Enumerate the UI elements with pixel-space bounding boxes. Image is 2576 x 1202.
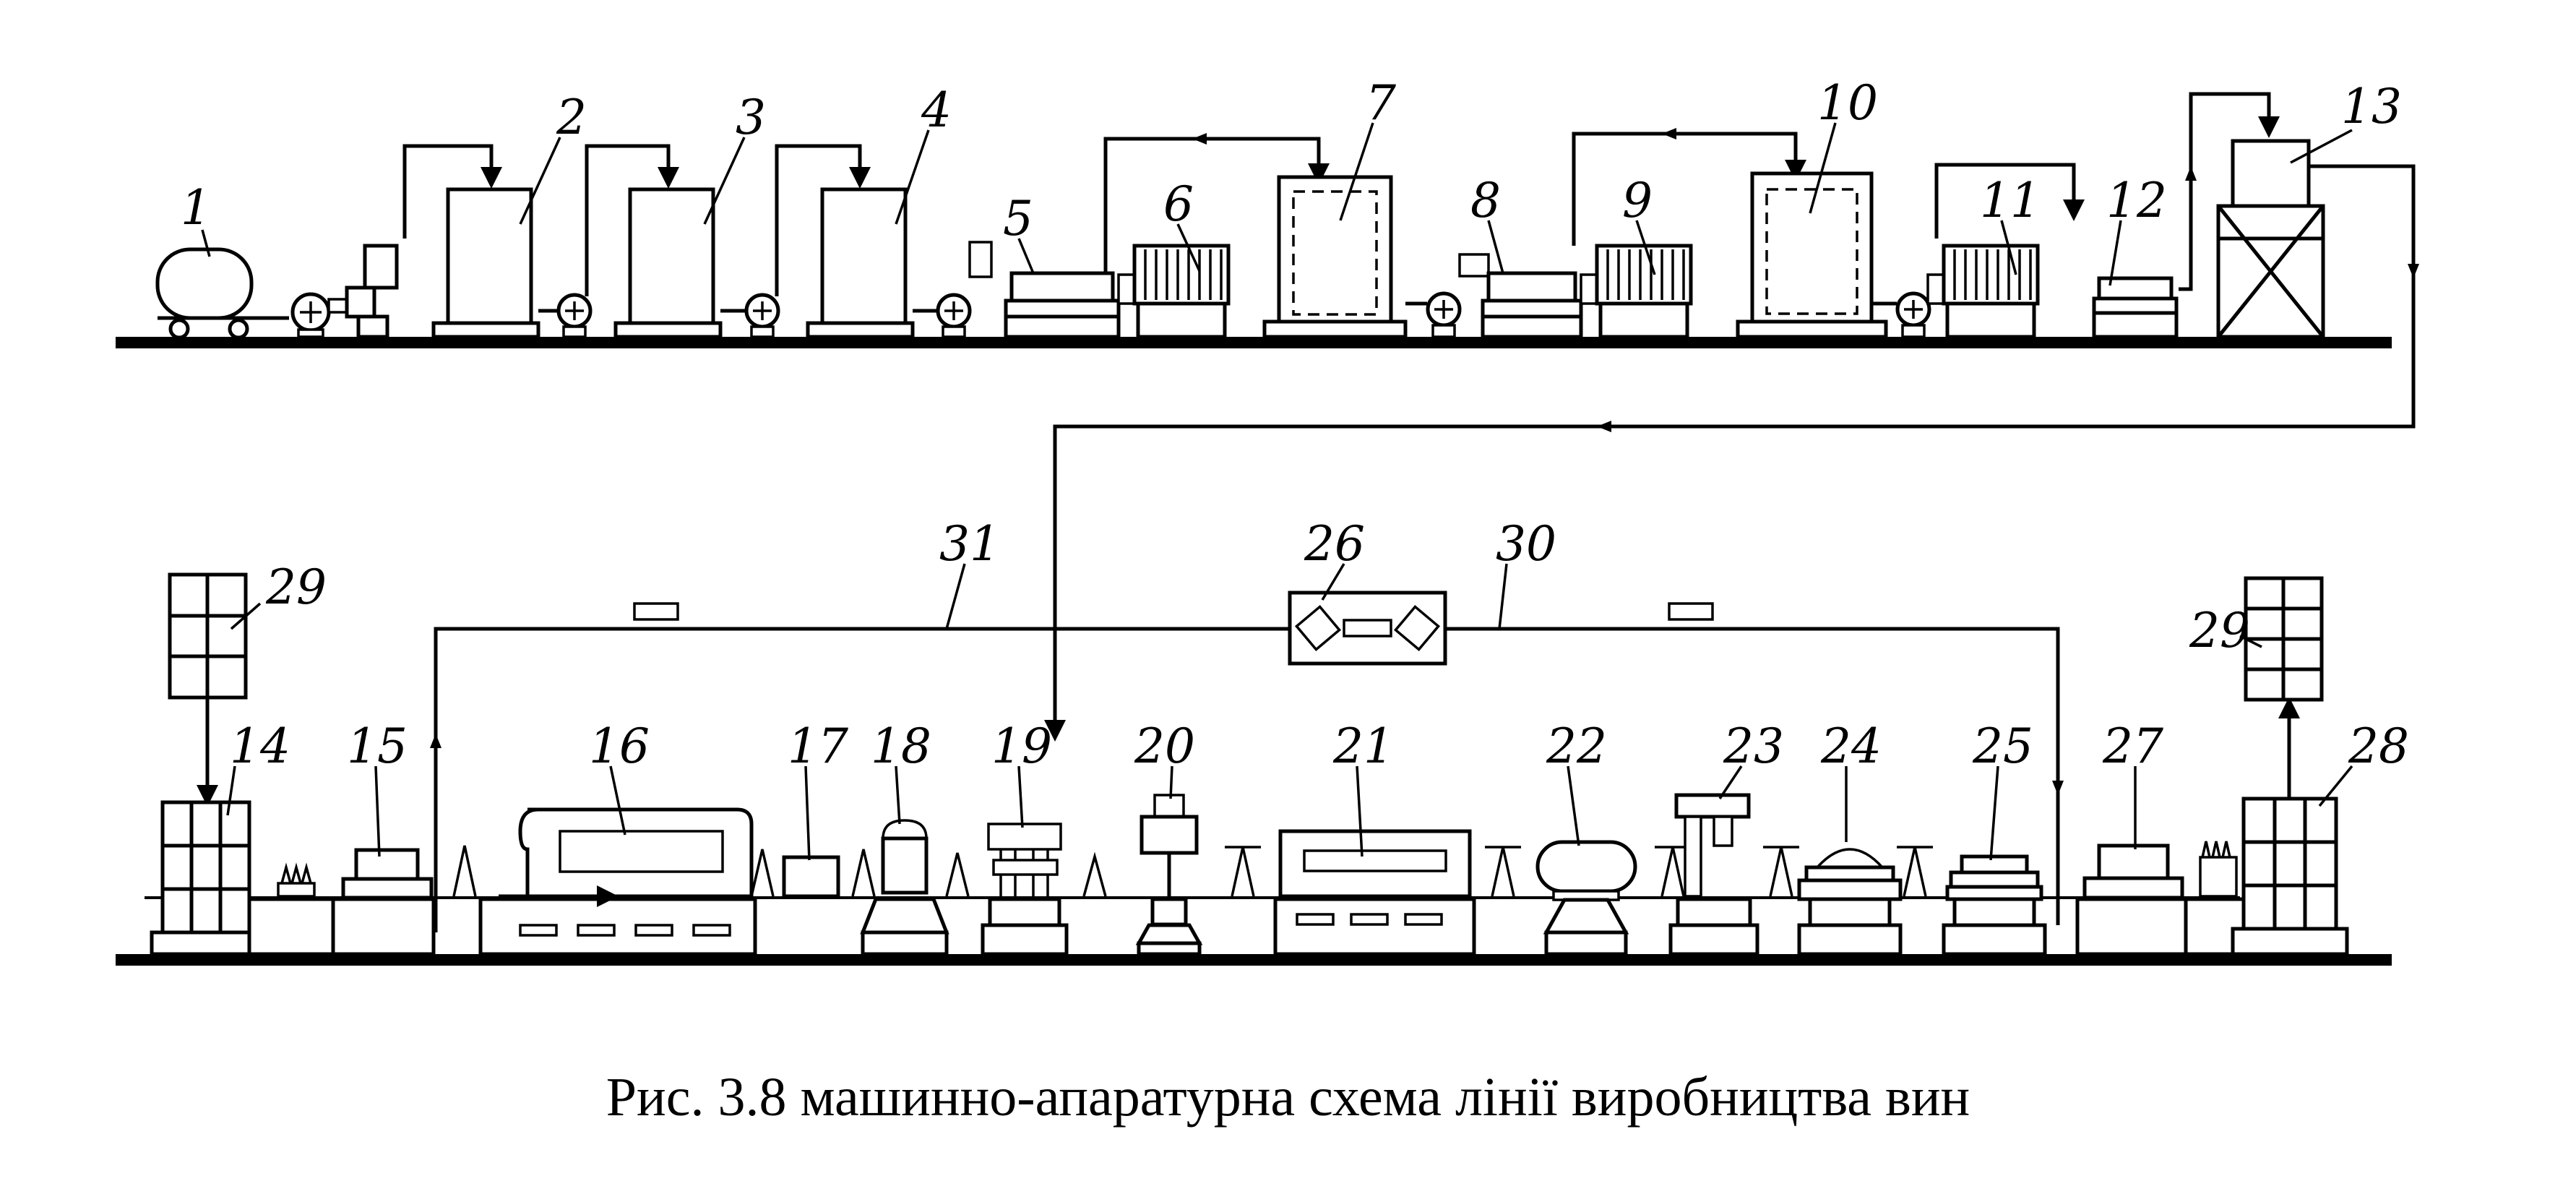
label-11: 11 bbox=[1980, 173, 2041, 228]
label-7: 7 bbox=[1366, 75, 1396, 131]
label-31: 31 bbox=[939, 516, 1000, 572]
label-12: 12 bbox=[2106, 173, 2167, 228]
label-29-right: 29 bbox=[2189, 603, 2250, 658]
label-17: 17 bbox=[788, 718, 848, 774]
pump-7-8 bbox=[1405, 291, 1462, 338]
tanker-trailer-1 bbox=[155, 247, 289, 340]
machine-5 bbox=[968, 241, 1121, 339]
label-19: 19 bbox=[991, 718, 1052, 774]
label-4: 4 bbox=[921, 82, 952, 138]
pump-10-11 bbox=[1871, 291, 1931, 338]
pallet-stack-29-right bbox=[2244, 576, 2324, 702]
machine-24 bbox=[1797, 848, 1903, 956]
pallet-stack-14 bbox=[150, 800, 262, 956]
storage-tower-13 bbox=[2216, 139, 2325, 339]
bottle-markers bbox=[452, 845, 1107, 897]
corker-20 bbox=[1135, 794, 1203, 956]
filler-19 bbox=[981, 823, 1069, 956]
flow-pipe-11-12 bbox=[1934, 163, 2085, 239]
position-numbers: 1 2 3 4 5 6 7 8 9 10 11 12 13 14 15 16 1… bbox=[181, 75, 2409, 774]
label-26: 26 bbox=[1304, 516, 1365, 572]
top-floor-line bbox=[116, 337, 2392, 348]
label-29-left: 29 bbox=[265, 559, 327, 615]
label-6: 6 bbox=[1163, 176, 1194, 232]
tank-4 bbox=[806, 187, 915, 339]
flow-pipe-1-2 bbox=[402, 144, 502, 239]
label-14: 14 bbox=[230, 718, 290, 774]
label-10: 10 bbox=[1817, 75, 1878, 131]
pump-2-3 bbox=[538, 293, 593, 338]
tank-3 bbox=[613, 187, 723, 339]
label-5: 5 bbox=[1003, 191, 1033, 246]
flow-pipe-6-7 bbox=[1103, 133, 1330, 275]
pallet-stack-28 bbox=[2231, 797, 2349, 956]
label-30: 30 bbox=[1496, 516, 1556, 572]
label-15: 15 bbox=[347, 718, 408, 774]
figure-caption: Рис. 3.8 машинно-апаратурна схема лінії … bbox=[606, 1067, 1970, 1128]
label-20: 20 bbox=[1134, 718, 1195, 774]
pump-4-5 bbox=[913, 293, 972, 338]
conveyor bbox=[145, 896, 2240, 899]
label-1: 1 bbox=[181, 180, 211, 236]
inspection-17 bbox=[782, 855, 840, 898]
flow-pipe-3-4 bbox=[775, 144, 871, 296]
leader-lines bbox=[201, 122, 2353, 861]
t-stands bbox=[1225, 846, 1933, 897]
machine-27 bbox=[2075, 843, 2188, 956]
label-8: 8 bbox=[1470, 173, 1501, 228]
pasteurizer-21 bbox=[1273, 829, 1476, 956]
label-22: 22 bbox=[1546, 718, 1607, 774]
label-9: 9 bbox=[1622, 173, 1653, 228]
tank-10 bbox=[1736, 171, 1888, 339]
pump-3-4 bbox=[720, 293, 780, 338]
label-18: 18 bbox=[871, 718, 931, 774]
label-24: 24 bbox=[1820, 718, 1882, 774]
flow-pipe-12-13 bbox=[2179, 92, 2280, 291]
pallet-stack-29-left bbox=[168, 572, 248, 700]
tank-2 bbox=[431, 187, 540, 339]
label-25: 25 bbox=[1972, 718, 2033, 774]
flow-pipe-2-3 bbox=[585, 144, 679, 296]
machine-15 bbox=[330, 848, 436, 956]
label-2: 2 bbox=[556, 90, 587, 145]
machine-25 bbox=[1942, 854, 2047, 956]
bottles-27-28 bbox=[2199, 841, 2238, 898]
return-line-31-30 bbox=[430, 602, 2064, 932]
label-28: 28 bbox=[2348, 718, 2409, 774]
bottles-14-15 bbox=[277, 862, 316, 898]
machine-12 bbox=[2092, 276, 2179, 339]
tank-7 bbox=[1262, 175, 1408, 339]
flow-pipe-9-10 bbox=[1572, 128, 1806, 246]
bottle-washer-16 bbox=[478, 807, 757, 956]
machine-8 bbox=[1458, 253, 1583, 339]
labeler-23 bbox=[1668, 793, 1759, 956]
conveyor-base-14-15 bbox=[247, 897, 335, 956]
pump-1 bbox=[290, 244, 399, 339]
label-27: 27 bbox=[2102, 718, 2163, 774]
flow-pipe-13-19 bbox=[1044, 164, 2419, 742]
label-16: 16 bbox=[589, 718, 650, 774]
control-unit-26 bbox=[1288, 591, 1447, 666]
filter-press-6 bbox=[1117, 244, 1231, 339]
label-23: 23 bbox=[1723, 718, 1784, 774]
filter-press-9 bbox=[1580, 244, 1693, 339]
label-21: 21 bbox=[1332, 718, 1394, 774]
bottom-floor-line bbox=[116, 954, 2392, 966]
label-13: 13 bbox=[2341, 79, 2402, 134]
filler-18 bbox=[860, 819, 949, 956]
label-3: 3 bbox=[736, 90, 766, 145]
capsuling-machine-22 bbox=[1535, 840, 1637, 956]
filter-press-11 bbox=[1926, 244, 2040, 339]
